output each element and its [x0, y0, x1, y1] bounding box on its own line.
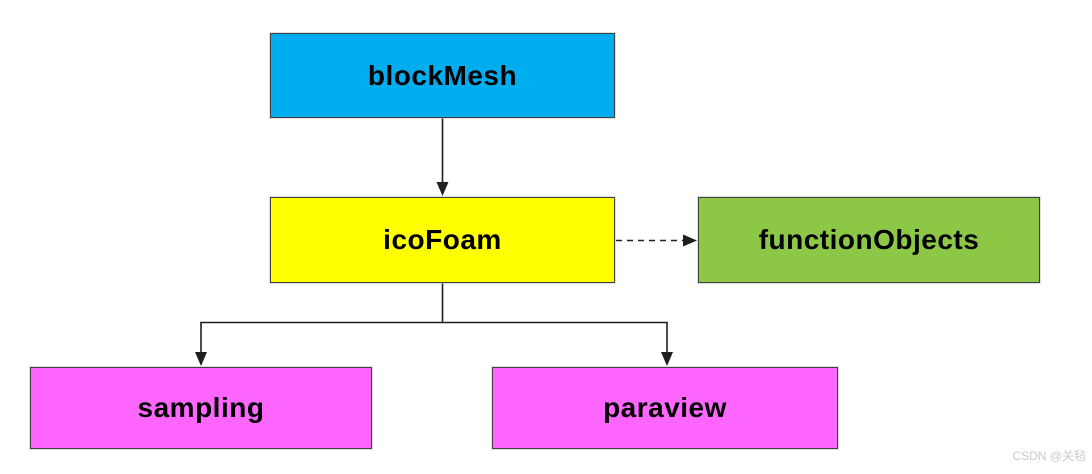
node-sampling: sampling [30, 367, 372, 449]
node-paraview: paraview [492, 367, 838, 449]
edge-icofoam-branch [200, 283, 668, 324]
node-functionobjects: functionObjects [698, 197, 1040, 283]
node-blockmesh: blockMesh [270, 33, 615, 118]
node-blockmesh-label: blockMesh [367, 59, 518, 91]
node-icofoam-label: icoFoam [383, 224, 502, 255]
node-functionobjects-label: functionObjects [758, 224, 980, 255]
node-icofoam: icoFoam [270, 197, 615, 283]
node-sampling-label: sampling [137, 392, 265, 423]
node-paraview-label: paraview [603, 392, 727, 423]
watermark: CSDN @关毡 [1012, 449, 1086, 463]
